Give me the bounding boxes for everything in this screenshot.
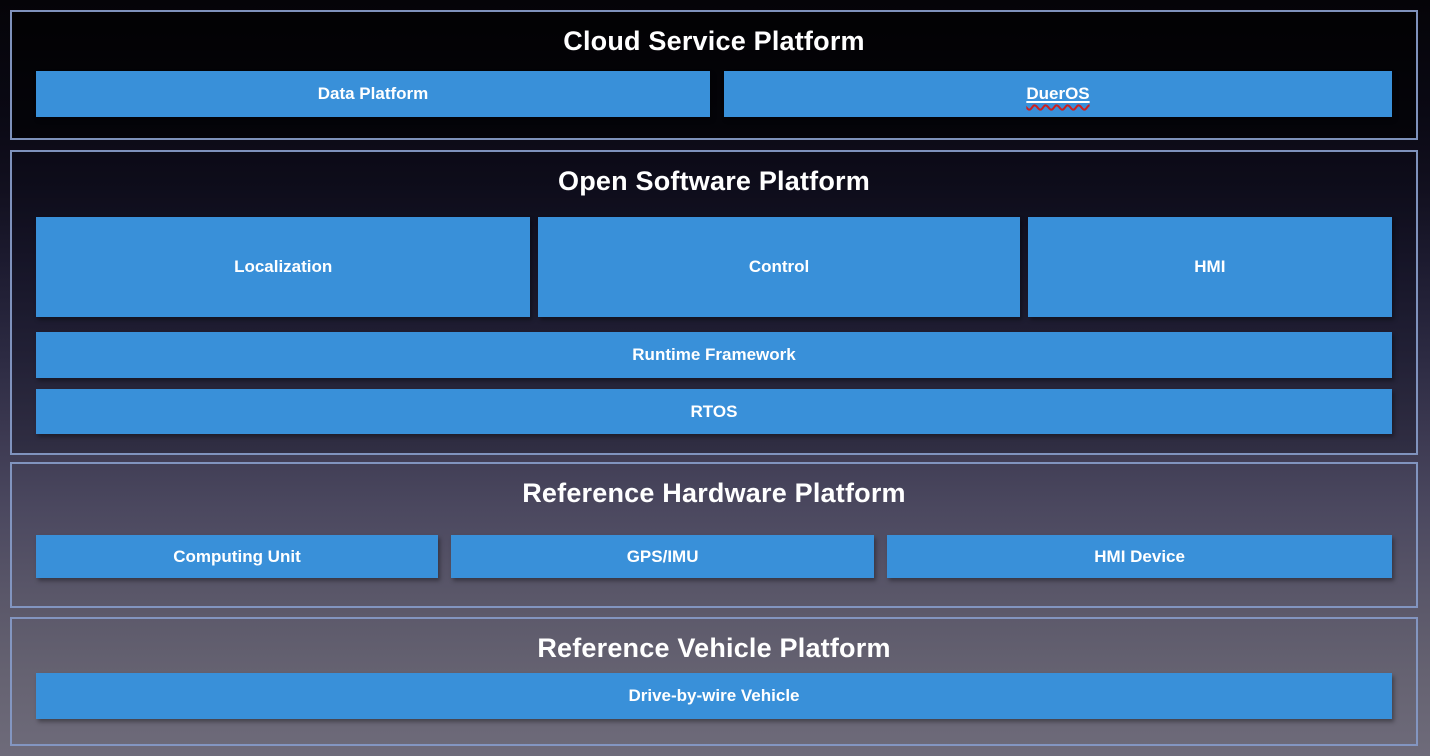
section-title: Open Software Platform (558, 166, 870, 196)
cloud-boxes-row: Data Platform DuerOS (36, 71, 1392, 117)
box-rtos: RTOS (36, 389, 1392, 434)
rtos-row: RTOS (36, 389, 1392, 434)
section-title: Reference Hardware Platform (522, 478, 906, 508)
box-label: Drive-by-wire Vehicle (628, 686, 800, 705)
box-label: HMI Device (1094, 546, 1185, 566)
box-label: Localization (234, 257, 333, 276)
section-open-software-platform: Open Software Platform Localization Cont… (10, 150, 1418, 455)
box-hmi-device: HMI Device (887, 535, 1392, 578)
box-label: DuerOS (1026, 84, 1090, 103)
box-label: Control (748, 257, 810, 276)
box-label: GPS/IMU (626, 546, 699, 566)
hardware-boxes-row: Computing Unit GPS/IMU HMI Device (36, 535, 1392, 578)
runtime-framework-row: Runtime Framework (36, 332, 1392, 378)
vehicle-box-row: Drive-by-wire Vehicle (36, 673, 1392, 719)
box-computing-unit: Computing Unit (36, 535, 439, 578)
box-label: Computing Unit (173, 546, 301, 566)
box-control: Control (538, 217, 1020, 317)
box-localization: Localization (36, 217, 531, 317)
box-runtime-framework: Runtime Framework (36, 332, 1392, 378)
box-label: HMI (1194, 257, 1226, 276)
dueros-underline: DuerOS (1026, 84, 1089, 104)
box-drive-by-wire-vehicle: Drive-by-wire Vehicle (36, 673, 1392, 719)
section-reference-vehicle-platform: Reference Vehicle Platform Drive-by-wire… (10, 617, 1418, 746)
section-title: Reference Vehicle Platform (537, 633, 891, 663)
box-gps-imu: GPS/IMU (451, 535, 875, 578)
box-label: RTOS (690, 401, 738, 421)
box-data-platform: Data Platform (36, 71, 710, 117)
box-hmi: HMI (1027, 217, 1392, 317)
box-dueros: DuerOS (724, 71, 1392, 117)
section-cloud-service-platform: Cloud Service Platform Data Platform Due… (10, 10, 1418, 140)
box-label: Data Platform (317, 84, 429, 103)
section-reference-hardware-platform: Reference Hardware Platform Computing Un… (10, 462, 1418, 608)
section-title: Cloud Service Platform (563, 26, 865, 56)
software-modules-row: Localization Control HMI (36, 217, 1392, 317)
box-label: Runtime Framework (632, 345, 796, 364)
